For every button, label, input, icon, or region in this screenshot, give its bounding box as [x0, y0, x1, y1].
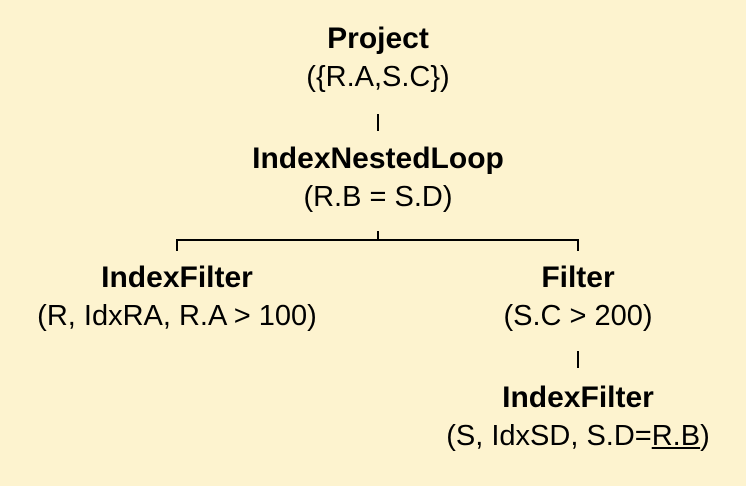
node-project: Project ({R.A,S.C})	[306, 24, 449, 92]
node-project-operator: Project	[327, 22, 429, 55]
node-bottom-index-filter-args-suffix: )	[700, 420, 710, 452]
node-bottom-index-filter-operator: IndexFilter	[502, 381, 654, 414]
node-filter-args: (S.C > 200)	[503, 300, 653, 332]
node-left-index-filter-operator: IndexFilter	[101, 261, 253, 294]
node-index-nested-loop-args: (R.B = S.D)	[303, 181, 453, 213]
node-left-index-filter: IndexFilter (R, IdxRA, R.A > 100)	[37, 263, 317, 331]
node-filter: Filter (S.C > 200)	[503, 263, 652, 331]
node-left-index-filter-args: (R, IdxRA, R.A > 100)	[37, 300, 317, 332]
node-bottom-index-filter-args: (S, IdxSD, S.D=R.B)	[446, 422, 710, 451]
node-bottom-index-filter: IndexFilter (S, IdxSD, S.D=R.B)	[446, 383, 710, 451]
node-project-args: ({R.A,S.C})	[306, 61, 450, 93]
node-index-nested-loop: IndexNestedLoop (R.B = S.D)	[252, 144, 504, 212]
node-index-nested-loop-operator: IndexNestedLoop	[252, 142, 504, 175]
node-bottom-index-filter-args-prefix: (S, IdxSD, S.D=	[446, 420, 652, 452]
node-filter-operator: Filter	[541, 261, 615, 294]
node-bottom-index-filter-args-underlined: R.B	[651, 420, 701, 452]
